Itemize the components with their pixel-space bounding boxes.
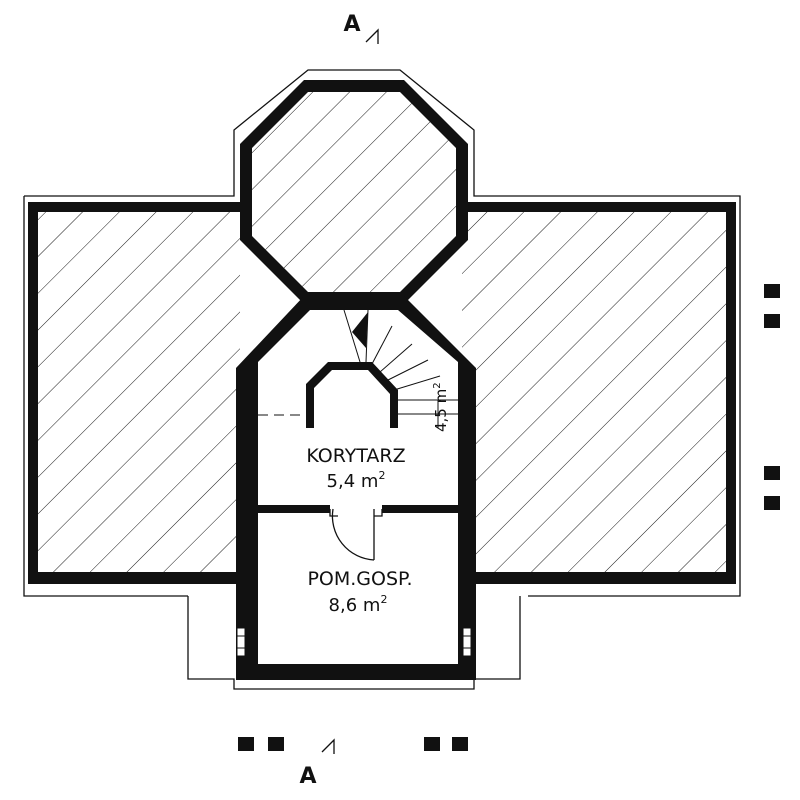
door: [329, 508, 383, 561]
door-jamb-right: [374, 509, 383, 517]
stair-direction-arrow-icon: [352, 312, 368, 348]
vent-square: [424, 737, 440, 751]
vent-square: [268, 737, 284, 751]
roof-area-octagon: [252, 92, 456, 292]
stair-area-label: 4,5 m2: [432, 382, 450, 432]
walls: [28, 80, 736, 680]
stair-tread: [387, 359, 429, 381]
vent-squares: [238, 284, 780, 751]
section-marker-top: A: [343, 12, 379, 44]
room-area-korytarz: 5,4 m2: [327, 469, 386, 492]
vent-square: [238, 737, 254, 751]
stair-tread: [379, 343, 413, 373]
stairs: [258, 309, 458, 428]
windows: [236, 627, 472, 657]
window-left: [236, 627, 246, 657]
section-marker-top-label: A: [343, 12, 360, 37]
vent-square: [764, 284, 780, 298]
room-name-korytarz: KORYTARZ: [306, 445, 405, 467]
stair-tread: [393, 375, 441, 391]
vent-square: [764, 466, 780, 480]
section-cut-line-top: [365, 28, 379, 44]
stair-tread: [371, 325, 393, 365]
vent-square: [764, 496, 780, 510]
section-cut-line-bottom: [321, 738, 335, 754]
window-right: [462, 627, 472, 657]
section-marker-bottom: A: [299, 738, 335, 789]
room-area-pom-gosp: 8,6 m2: [329, 593, 388, 616]
stair-tread: [343, 309, 361, 363]
section-marker-bottom-label: A: [299, 764, 316, 789]
door-swing-arc: [331, 508, 375, 561]
stair-opening-wall: [306, 362, 398, 428]
stair-tread: [365, 309, 369, 363]
partition-wall-left: [258, 505, 330, 513]
vent-square: [764, 314, 780, 328]
roof-area-right: [462, 212, 726, 572]
hatched-roof-areas: [38, 92, 726, 572]
outer-outline: [23, 69, 741, 690]
partition-wall-right: [382, 505, 458, 513]
roof-area-left: [38, 212, 240, 572]
vent-square: [452, 737, 468, 751]
room-name-pom-gosp: POM.GOSP.: [307, 568, 412, 590]
door-jamb-left: [329, 509, 338, 517]
